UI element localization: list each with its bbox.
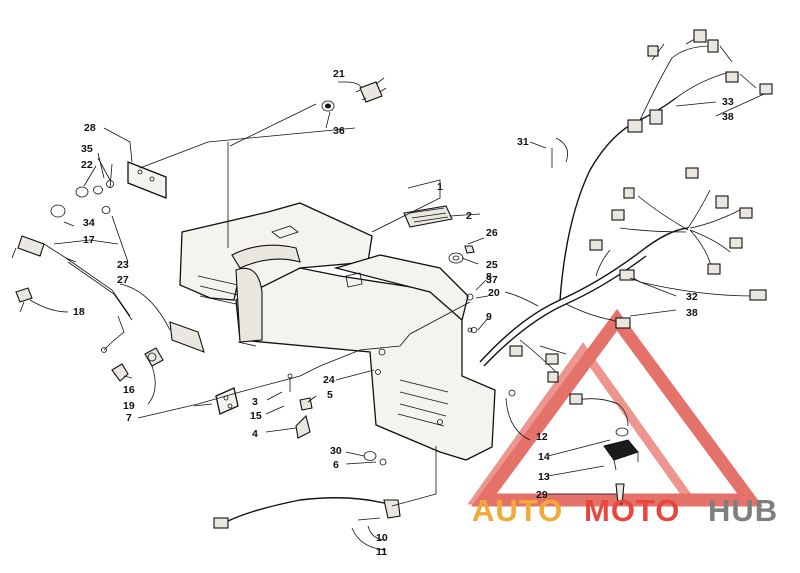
part-label-11: 11 <box>376 546 387 558</box>
part-label-21: 21 <box>333 68 345 80</box>
part-label-24: 24 <box>323 374 335 386</box>
part-label-9: 9 <box>486 311 492 323</box>
watermark-text-moto: MOTO <box>584 493 680 528</box>
watermark-text-auto: AUTO <box>472 493 563 528</box>
watermark-text-hub: HUB <box>708 493 778 528</box>
ground-wire <box>213 497 401 529</box>
part-label-20: 20 <box>488 287 500 299</box>
part-label-38: 38 <box>722 111 734 123</box>
part-label-14: 14 <box>538 451 550 463</box>
decal-plate <box>403 205 453 228</box>
part-label-19: 19 <box>123 400 135 412</box>
part-label-25: 25 <box>486 259 498 271</box>
regulator <box>569 393 639 505</box>
part-label-13: 13 <box>538 471 550 483</box>
watermark-logo <box>467 309 763 507</box>
part-label-12: 12 <box>536 431 548 443</box>
part-label-30: 30 <box>330 445 342 457</box>
part-label-4: 4 <box>252 428 258 440</box>
part-label-15: 15 <box>250 410 262 422</box>
part-label-7: 7 <box>126 412 132 424</box>
part-label-32: 32 <box>686 291 698 303</box>
part-label-27: 27 <box>117 274 129 286</box>
part-label-35: 35 <box>81 143 93 155</box>
part-label-1: 1 <box>437 181 443 193</box>
part-label-37: 37 <box>486 274 498 286</box>
part-label-17: 17 <box>83 234 95 246</box>
part-label-22: 22 <box>81 159 93 171</box>
part-number-labels: 1234567891011121314151617181920212223242… <box>73 68 734 558</box>
part-label-6: 6 <box>333 459 339 471</box>
part-label-18: 18 <box>73 306 85 318</box>
mount-bracket <box>127 161 167 199</box>
part-label-36: 36 <box>333 125 345 137</box>
part-label-29: 29 <box>536 489 548 501</box>
part-label-10: 10 <box>376 532 388 544</box>
part-label-28: 28 <box>84 122 96 134</box>
part-label-16: 16 <box>123 384 135 396</box>
console-housing <box>179 202 496 461</box>
part-label-33: 33 <box>722 96 734 108</box>
part-label-23: 23 <box>117 259 129 271</box>
left-components <box>11 204 313 439</box>
part-label-34: 34 <box>83 217 95 229</box>
part-label-3: 3 <box>252 396 258 408</box>
part-label-26: 26 <box>486 227 498 239</box>
wire-harness <box>479 29 773 383</box>
part-label-2: 2 <box>466 210 472 222</box>
part-label-38: 38 <box>686 307 698 319</box>
part-label-5: 5 <box>327 389 333 401</box>
part-label-8: 8 <box>486 271 492 283</box>
switch-21 <box>355 77 387 103</box>
leader-lines <box>29 81 765 551</box>
watermark-brand: AUTO MOTO HUB <box>472 493 778 528</box>
part-label-31: 31 <box>517 136 529 148</box>
